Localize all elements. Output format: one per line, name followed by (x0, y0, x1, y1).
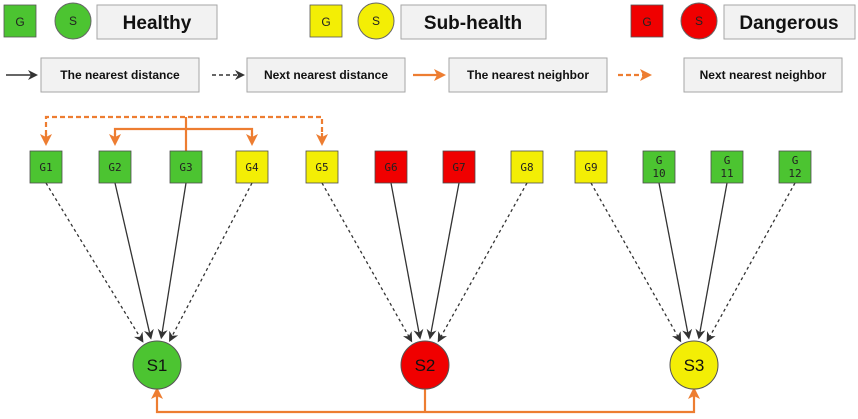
edge-layer (45, 182, 796, 343)
node-label-s3: S3 (684, 356, 705, 375)
node-box-g7 (442, 150, 476, 184)
legend-dangerous-label: Dangerous (739, 13, 838, 34)
node-box-g1 (29, 150, 63, 184)
legend-subhealth-circle (357, 2, 395, 40)
node-g4: G4 (235, 150, 269, 184)
legend-healthy-square (3, 4, 37, 38)
legend-nearest-distance-label: The nearest distance (60, 68, 180, 82)
legend-healthy-circle (54, 2, 92, 40)
node-label-s1: S1 (147, 356, 168, 375)
node-label-g9: G9 (584, 161, 597, 174)
legend-subhealth-circle-label: S (372, 14, 380, 28)
node-label-g10: G (656, 154, 663, 167)
node-s1: S1 (132, 340, 182, 390)
legend-subhealth: G S Sub-health (309, 2, 547, 40)
legend-healthy-label: Healthy (123, 13, 192, 34)
node-label-g12: G (792, 154, 799, 167)
legend-nearest-neighbor: The nearest neighbor (413, 57, 608, 93)
legend-dangerous-square-label: G (642, 15, 651, 29)
node-g6: G6 (374, 150, 408, 184)
s-neighbor-connector (151, 387, 700, 414)
node-label-g7: G7 (452, 161, 465, 174)
legend-next-nearest-distance-box (246, 57, 406, 93)
node-g2: G2 (98, 150, 132, 184)
node-g9: G9 (574, 150, 608, 184)
node-g5: G5 (305, 150, 339, 184)
node-box-g12 (778, 150, 812, 184)
node-box-g9 (574, 150, 608, 184)
node-circle-s1 (132, 340, 182, 390)
node-box-g8 (510, 150, 544, 184)
legend-next-nearest-distance-label: Next nearest distance (264, 68, 388, 82)
node-box-g5 (305, 150, 339, 184)
legend-subhealth-square (309, 4, 343, 38)
node-label-g2: G2 (108, 161, 121, 174)
legend-healthy-circle-label: S (69, 14, 77, 28)
node-s2: S2 (400, 340, 450, 390)
legend-next-nearest-neighbor-label: Next nearest neighbor (700, 68, 827, 82)
edge-g11-s3 (695, 182, 728, 340)
node-box-g4 (235, 150, 269, 184)
legend-subhealth-box (400, 4, 547, 40)
legend-dangerous-circle (680, 2, 718, 40)
edge-g12-s3 (706, 182, 796, 343)
edge-g9-s3 (590, 182, 682, 343)
node-g10: G10 (642, 150, 676, 184)
legend-subhealth-label: Sub-health (424, 13, 522, 34)
node-box-g10 (642, 150, 676, 184)
node-label-g6: G6 (384, 161, 397, 174)
next-nearest-neighbor-link-g3-g1-g5 (44, 115, 324, 135)
legend-next-nearest-neighbor: Next nearest neighbor (618, 57, 843, 93)
legend-nearest-neighbor-label: The nearest neighbor (467, 68, 589, 82)
node-box-g3 (169, 150, 203, 184)
node-label-s2: S2 (415, 356, 436, 375)
legend-healthy-box (96, 4, 218, 40)
node-label-g10: 10 (652, 167, 665, 180)
legend-subhealth-square-label: G (321, 15, 330, 29)
node-label-g11: G (724, 154, 731, 167)
node-label-g11: 11 (720, 167, 733, 180)
node-g3: G3 (169, 150, 203, 184)
edge-g7-s2 (426, 182, 460, 340)
legend-nearest-neighbor-box (448, 57, 608, 93)
node-g8: G8 (510, 150, 544, 184)
node-g1: G1 (29, 150, 63, 184)
node-label-g1: G1 (39, 161, 52, 174)
node-label-g8: G8 (520, 161, 533, 174)
node-g7: G7 (442, 150, 476, 184)
node-label-g4: G4 (245, 161, 259, 174)
edge-g8-s2 (437, 182, 528, 343)
legend-next-nearest-distance: Next nearest distance (212, 57, 406, 93)
nearest-neighbor-link-g3-g2-g4 (113, 127, 254, 135)
node-box-g11 (710, 150, 744, 184)
node-circle-s3 (669, 340, 719, 390)
edge-g3-s1 (157, 182, 187, 340)
legend-dangerous-square (630, 4, 664, 38)
node-label-g3: G3 (179, 161, 192, 174)
node-box-g2 (98, 150, 132, 184)
node-box-g6 (374, 150, 408, 184)
node-label-g5: G5 (315, 161, 328, 174)
legend-dangerous-box (723, 4, 856, 40)
legend-healthy-square-label: G (15, 15, 24, 29)
edge-g2-s1 (114, 182, 154, 340)
legend-healthy: G S Healthy (3, 2, 218, 40)
node-circle-s2 (400, 340, 450, 390)
node-g11: G11 (710, 150, 744, 184)
legend-nearest-distance-box (40, 57, 200, 93)
legend-next-nearest-neighbor-box (683, 57, 843, 93)
node-g12: G12 (778, 150, 812, 184)
legend-dangerous-circle-label: S (695, 14, 703, 28)
legend-dangerous: G S Dangerous (630, 2, 856, 40)
edge-g1-s1 (45, 182, 144, 343)
edge-g6-s2 (390, 182, 424, 340)
node-s3: S3 (669, 340, 719, 390)
edge-g10-s3 (658, 182, 693, 340)
neighbor-connectors (40, 115, 328, 151)
edge-g5-s2 (321, 182, 413, 343)
legend-nearest-distance: The nearest distance (6, 57, 200, 93)
node-label-g12: 12 (788, 167, 801, 180)
